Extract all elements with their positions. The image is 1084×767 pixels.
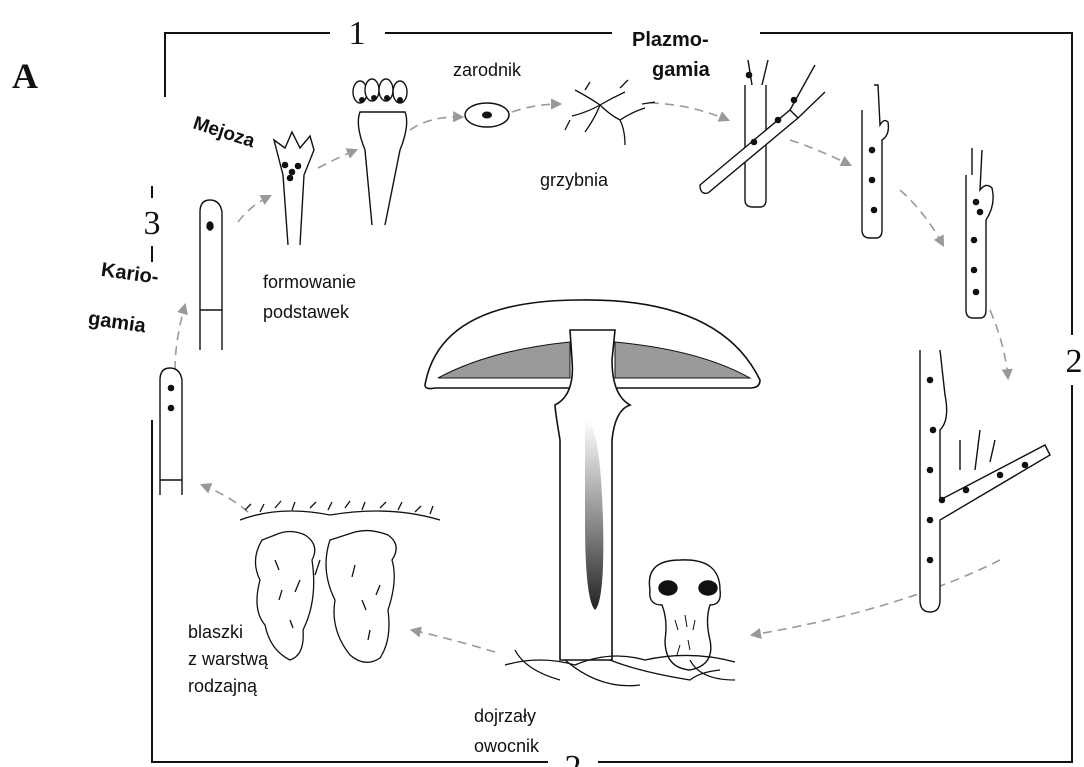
stage-number-left: 3: [144, 205, 161, 242]
arrow-gills-to-cell: [202, 485, 248, 512]
dikaryotic-mycelium-icon: [920, 350, 1050, 612]
spore-icon: [465, 103, 509, 127]
arrow-spore-to-mycelium: [512, 104, 560, 112]
arrow-mejoza: [238, 196, 270, 222]
arrow-plasmogamy-1: [790, 140, 850, 165]
plasmogamy-hyphae-icon: [700, 60, 825, 207]
arrow-fruit-to-gills: [412, 630, 495, 652]
label-blaszki: blaszki z warstwą rodzajną: [188, 622, 273, 696]
gill-cross-section-icon: [240, 501, 440, 662]
arrow-young-to-basidium-4spores: [318, 150, 356, 168]
stage-number-top: 1: [349, 15, 366, 52]
panel-letter: A: [12, 56, 38, 96]
dikaryotic-hypha-2-icon: [966, 148, 993, 318]
arrow-plasmogamy-2: [900, 190, 943, 245]
young-basidium-icon: [274, 132, 314, 245]
label-kariogamia: Kario- gamia: [87, 258, 166, 339]
stage-number-bottom: 2: [565, 749, 582, 767]
label-formowanie: formowanie podstawek: [263, 272, 361, 322]
label-mejoza: Mejoza: [190, 113, 257, 153]
basidium-with-spores-icon: [353, 79, 407, 225]
arrow-kariogamia: [175, 305, 185, 370]
germinating-mycelium-icon: [565, 80, 655, 145]
stage-number-right: 2: [1066, 343, 1083, 380]
young-fruiting-body-icon: [649, 560, 720, 670]
label-grzybnia: grzybnia: [540, 170, 609, 190]
arrow-basidium-to-spore: [410, 117, 462, 130]
label-owocnik: dojrzały owocnik: [474, 706, 541, 756]
arrow-right-down: [990, 310, 1008, 378]
dikaryotic-cell-icon: [160, 368, 182, 495]
arrow-to-fruitbody: [752, 560, 1000, 635]
dikaryotic-hypha-1-icon: [862, 85, 888, 238]
karyogamy-cell-icon: [200, 200, 222, 350]
label-zarodnik: zarodnik: [453, 60, 522, 80]
label-plazmogamia: Plazmo- gamia: [632, 29, 714, 81]
arrow-mycelium-to-plasmogamy: [650, 103, 728, 120]
